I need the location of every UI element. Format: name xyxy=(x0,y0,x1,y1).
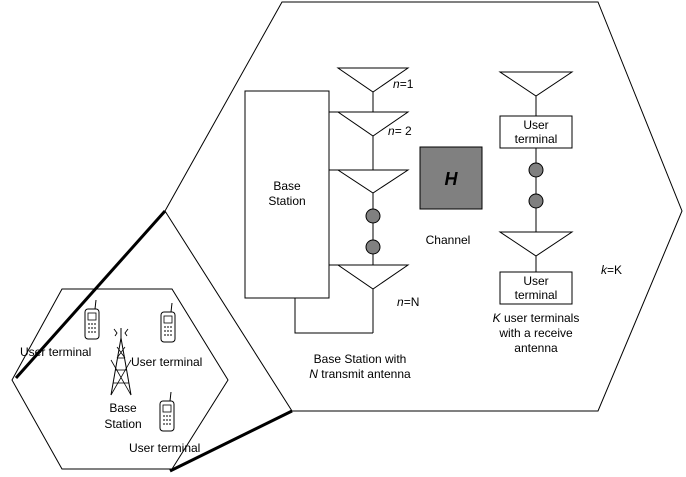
small-cell-base-station-label-line2: Station xyxy=(104,417,141,431)
channel-matrix-box xyxy=(419,146,483,210)
ut-caption-line1: K user terminals xyxy=(493,311,580,325)
user-terminal-box-1-line2: terminal xyxy=(515,132,558,146)
transmit-antenna-3 xyxy=(329,169,410,265)
zoom-connector-lower xyxy=(169,409,293,473)
base-station-box xyxy=(244,90,330,299)
user-terminal-box-k-line2: terminal xyxy=(515,288,558,302)
receive-antenna-1 xyxy=(498,71,574,116)
ut-caption-line3: antenna xyxy=(514,341,558,355)
antenna-label-last: n=N xyxy=(397,295,419,309)
antenna-label-second: n= 2 xyxy=(388,124,412,138)
antenna-label-first: n=1 xyxy=(393,77,414,91)
ellipsis-dot xyxy=(528,162,544,178)
transmit-antenna-1 xyxy=(336,67,410,112)
transmit-antenna-2 xyxy=(329,111,410,170)
channel-symbol: H xyxy=(445,169,459,189)
small-cell-user-terminal-label-1: User terminal xyxy=(20,345,91,359)
k-label: k=K xyxy=(601,263,622,277)
cell-phone-icon xyxy=(84,299,100,340)
zoom-connector-upper xyxy=(14,210,167,379)
small-cell-base-station-label-line1: Base xyxy=(109,401,137,415)
small-cell-hexagon xyxy=(11,288,229,470)
ut-caption-line2: with a receive xyxy=(498,326,573,340)
user-terminal-box-1-line1: User xyxy=(523,118,548,132)
channel-label: Channel xyxy=(426,233,471,247)
user-terminal-box-k-line1: User xyxy=(523,274,548,288)
cell-phone-icon xyxy=(160,302,176,343)
base-station-label-line1: Base xyxy=(273,179,301,193)
small-cell-user-terminal-label-2: User terminal xyxy=(131,355,202,369)
user-terminal-box-k xyxy=(499,271,573,305)
base-station-label-line2: Station xyxy=(268,194,305,208)
base-station-tower-icon xyxy=(110,328,132,396)
small-cell-user-terminal-label-3: User terminal xyxy=(129,441,200,455)
cell-phone-icon xyxy=(159,391,175,432)
user-terminal-box-1 xyxy=(499,115,573,149)
ellipsis-dot xyxy=(365,239,381,255)
bs-caption-line1: Base Station with xyxy=(314,352,407,366)
bs-caption-line2: N transmit antenna xyxy=(309,367,411,381)
ellipsis-dot xyxy=(528,193,544,209)
receive-antenna-k xyxy=(498,231,574,272)
ellipsis-dot xyxy=(365,208,381,224)
transmit-antenna-n xyxy=(294,264,410,334)
